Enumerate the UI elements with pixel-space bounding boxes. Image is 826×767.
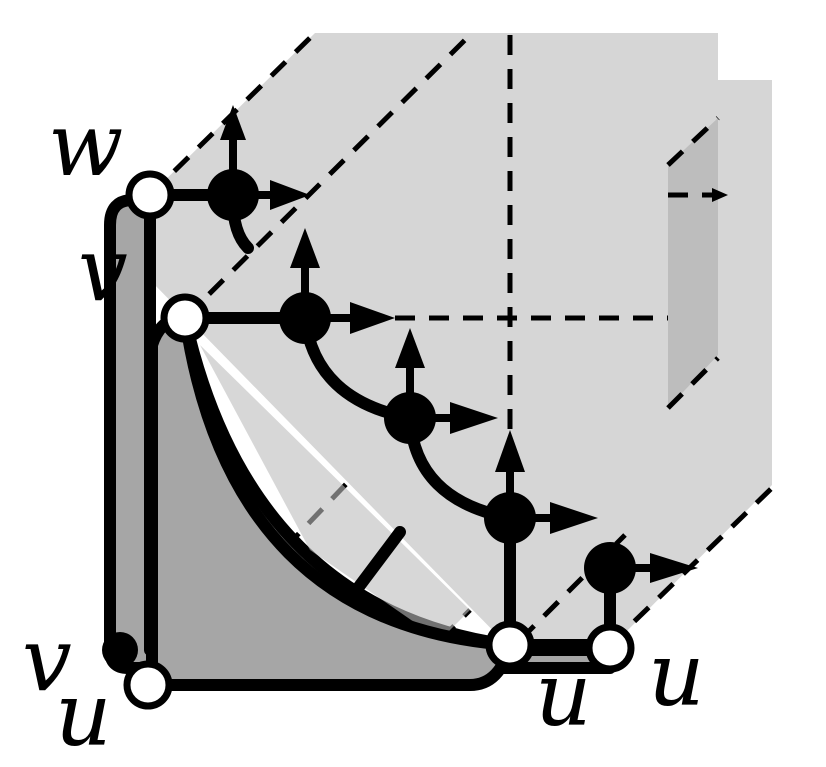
label-u-bottom-left: u xyxy=(55,663,112,766)
black-node-v-bottom xyxy=(102,632,138,668)
node-v xyxy=(160,293,210,343)
label-u-bottom-right: u xyxy=(648,623,705,726)
node-u-right xyxy=(585,623,635,673)
node-w xyxy=(125,170,175,220)
black-nodes xyxy=(102,169,636,668)
lighter-band xyxy=(200,345,470,640)
label-w-top: w xyxy=(48,93,123,196)
node-u-mid xyxy=(485,620,535,670)
black-node-2 xyxy=(279,292,331,344)
label-u-bottom-mid: u xyxy=(535,643,592,746)
inner-face xyxy=(668,118,718,408)
black-node-1 xyxy=(207,169,259,221)
label-v-bottom: v xyxy=(22,608,72,711)
label-v-left: v xyxy=(78,218,128,321)
inner-arrowhead xyxy=(712,188,728,202)
dashed-inner-bottom xyxy=(666,356,720,410)
node-u-bottom-left xyxy=(123,660,173,710)
black-node-4 xyxy=(484,492,536,544)
background-slab xyxy=(150,33,772,648)
black-node-5 xyxy=(584,542,636,594)
dashed-inner-top xyxy=(666,116,720,167)
labels: w v v u u u xyxy=(22,93,705,766)
white-nodes xyxy=(123,170,635,710)
main-curve xyxy=(179,312,516,651)
back-plane xyxy=(150,33,772,648)
dashed-diagonal-right xyxy=(608,483,777,647)
black-node-3 xyxy=(384,392,436,444)
dashed-diagonal-lower xyxy=(518,533,627,642)
tick-mark xyxy=(349,526,406,598)
